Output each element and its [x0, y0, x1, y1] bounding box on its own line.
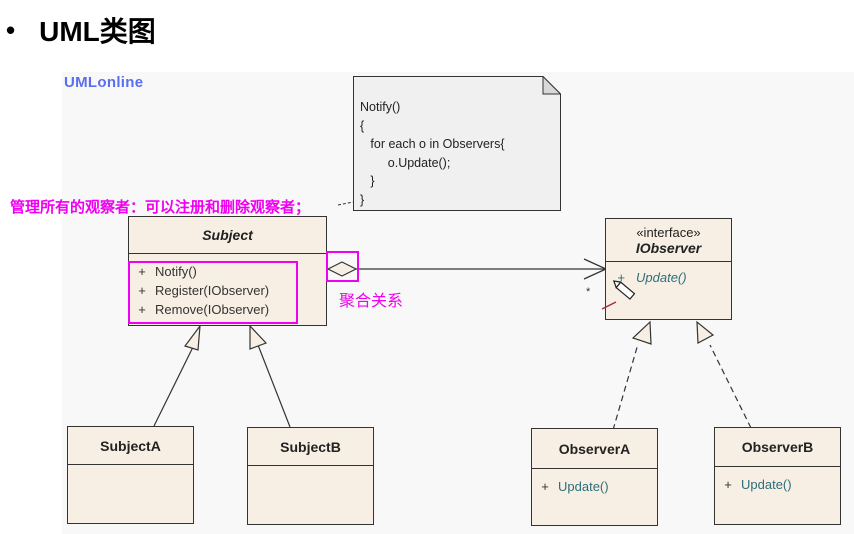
pencil-cursor-icon [612, 280, 636, 300]
aggregation-diamond [326, 261, 358, 277]
aggregation-highlight-box [326, 251, 359, 282]
visibility: + [541, 479, 549, 494]
realization-arrowhead-observerB [696, 320, 715, 344]
operation[interactable]: + Update() [532, 477, 657, 496]
class-observerB[interactable]: ObserverB + Update() [714, 427, 841, 525]
aggregation-label: 聚合关系 [339, 293, 404, 310]
operation[interactable]: + Register(IObserver) [129, 281, 326, 300]
operation-signature: Update() [558, 479, 609, 494]
class-name: Subject [202, 227, 253, 243]
class-header: SubjectA [68, 427, 193, 465]
note-line: for each o in Observers{ [360, 137, 505, 151]
pen-stroke-mark [601, 301, 617, 310]
subject-comment-annotation: 管理所有的观察者：可以注册和删除观察者； [10, 199, 311, 216]
generalization-line-subjectB [257, 344, 291, 428]
realization-arrowhead-observerA [631, 320, 652, 345]
realization-line-observerB [709, 344, 752, 429]
visibility: + [138, 283, 146, 298]
generalization-arrowhead-subjectA [184, 323, 201, 351]
note-text: Notify() { for each o in Observers{ o.Upd… [360, 98, 505, 209]
operations-compartment: + Update() [606, 262, 731, 287]
operation-signature: Register(IObserver) [155, 283, 270, 298]
class-name: ObserverA [558, 440, 631, 457]
note-line: } [360, 174, 375, 188]
class-subjectA[interactable]: SubjectA [67, 426, 194, 524]
visibility: + [138, 302, 146, 317]
visibility: + [724, 477, 732, 492]
realization-line-observerA [612, 343, 639, 431]
class-iobserver[interactable]: «interface» IObserver + Update() [605, 218, 732, 320]
operation-signature: Update() [741, 477, 792, 492]
operations-compartment: + Update() [532, 469, 657, 496]
slide-heading: • UML类图 [6, 10, 156, 50]
class-header: SubjectB [248, 428, 373, 466]
operation[interactable]: + Remove(IObserver) [129, 300, 326, 319]
umlonline-logo: UMLonline [64, 74, 144, 91]
operations-compartment: + Update() [715, 467, 840, 494]
class-name: ObserverB [741, 439, 814, 455]
class-header: Subject [129, 217, 326, 254]
generalization-arrowhead-subjectB [249, 324, 268, 350]
note-shape [353, 76, 561, 211]
class-subject[interactable]: Subject + Notify() + Register(IObserver) +… [128, 216, 327, 326]
visibility: + [617, 270, 625, 285]
operation[interactable]: + Update() [606, 268, 731, 287]
multiplicity-star: * [586, 286, 591, 298]
note-anchor-line [337, 201, 354, 206]
class-name: IObserver [635, 239, 702, 256]
operation-signature: Remove(IObserver) [155, 302, 270, 317]
operation[interactable]: + Notify() [129, 262, 326, 281]
bullet: • [6, 14, 16, 45]
class-header: ObserverA [532, 429, 657, 469]
note-line: o.Update(); [360, 155, 451, 170]
operation-signature: Update() [636, 270, 687, 285]
operations-compartment: + Notify() + Register(IObserver) + Remove(I… [129, 254, 326, 319]
operations-highlight-box [128, 261, 298, 324]
operation-signature: Notify() [155, 264, 197, 279]
note-line: { [360, 118, 365, 133]
stereotype: «interface» [636, 224, 701, 240]
class-header: «interface» IObserver [606, 219, 731, 262]
class-subjectB[interactable]: SubjectB [247, 427, 374, 525]
code-note[interactable]: Notify() { for each o in Observers{ o.Upd… [353, 76, 561, 211]
class-header: ObserverB [715, 428, 840, 467]
class-name: SubjectA [100, 437, 161, 454]
class-name: SubjectB [280, 438, 341, 455]
slide-title: UML类图 [39, 16, 156, 47]
visibility: + [138, 264, 146, 279]
generalization-line-subjectA [153, 344, 195, 427]
note-line: Notify() [360, 100, 401, 114]
class-observerA[interactable]: ObserverA + Update() [531, 428, 658, 526]
operation[interactable]: + Update() [715, 475, 840, 494]
note-line: } [360, 192, 365, 207]
